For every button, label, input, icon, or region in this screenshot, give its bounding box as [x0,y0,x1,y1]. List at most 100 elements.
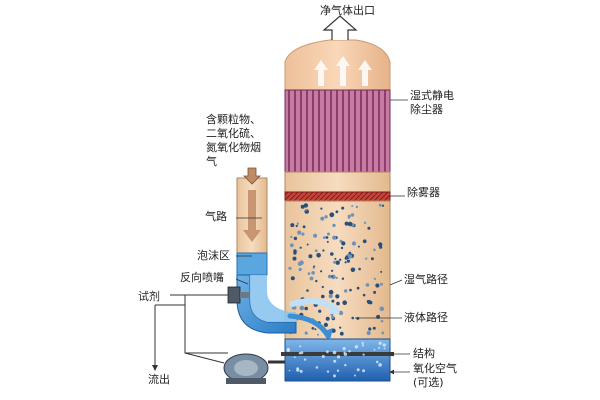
droplet [306,243,309,246]
label-wet-esp-line2: 除尘器 [410,103,443,116]
droplet [292,256,297,261]
bubble [286,348,290,352]
droplet [344,221,349,226]
structure-ledge [281,352,394,356]
droplet [306,289,309,292]
droplet [322,249,325,252]
liquid-flow-path [236,274,340,340]
label-inlet-gas-line3: 氮氧化物烟 [206,141,261,154]
droplet [355,205,359,209]
droplet [325,316,330,321]
droplet [341,206,345,210]
label-mist-eliminator: 除雾器 [407,186,440,199]
droplet [303,203,309,208]
droplet [331,315,335,319]
droplet [308,254,313,259]
tower-top [284,39,391,91]
droplet [347,216,350,219]
droplet [365,283,370,287]
label-inlet-gas-line4: 气 [206,155,217,168]
droplet [338,310,344,316]
label-inlet-gas-line1: 含颗粒物、 [206,113,261,126]
bubble [383,347,386,350]
reverse-nozzle [227,286,250,304]
bubble [362,353,365,356]
label-wet-esp-line1: 湿式静电 [410,89,454,102]
droplet [327,232,330,236]
droplet [293,236,298,241]
droplet [351,316,355,320]
droplet [372,326,376,330]
droplet [331,275,334,278]
droplet [301,232,305,236]
bubble [378,341,382,345]
droplet [320,216,325,221]
droplet [320,270,323,273]
droplet [344,261,347,264]
bubble [362,369,366,373]
droplet [362,239,367,244]
droplet [317,333,319,336]
droplet [297,261,302,266]
droplet [293,251,297,255]
clean-gas-outlet-arrow [322,15,358,40]
droplet [321,285,324,289]
mist-eliminator-layer [284,191,391,202]
leader-lines [235,99,410,375]
bubble [356,368,360,372]
droplet [363,221,367,224]
bubble [288,369,291,372]
bubble [299,369,303,373]
droplet [290,276,295,281]
droplet [315,279,318,283]
droplet [341,277,345,280]
water-pool [284,338,391,382]
droplet [326,240,329,243]
droplet [381,331,385,335]
droplet [335,276,338,280]
droplet [334,257,337,260]
droplet [293,249,297,253]
bubble [378,363,382,367]
droplet [380,270,383,273]
droplet [295,224,298,228]
droplet [356,286,360,290]
wet-esp-module [284,89,391,173]
droplet [358,267,361,271]
label-oxidation-air: 氧化空气 (可选) [413,362,457,390]
droplet [367,226,371,230]
droplet [324,215,328,219]
label-wet-gas-path: 湿气路径 [404,273,448,286]
droplet [328,294,333,299]
bubble [344,363,347,367]
droplet [307,272,311,275]
droplet [290,223,295,228]
bubble [382,343,386,347]
bubble [354,345,359,349]
droplet [288,266,292,270]
label-foam-zone: 泡沫区 [197,249,230,262]
droplet [314,328,317,331]
droplet [328,289,334,295]
label-wet-esp: 湿式静电 除尘器 [410,89,454,117]
droplet [365,257,368,260]
droplet [311,327,315,330]
droplet [373,248,376,252]
bubble [378,347,381,349]
droplet [304,331,308,335]
label-inlet-gas-line2: 二氧化硫、 [206,127,261,140]
bubble [299,345,302,348]
bubble [303,358,307,361]
bubble [361,344,364,347]
droplet [366,330,371,336]
reagent-line [152,294,228,371]
bubble [321,355,325,358]
droplet [341,241,346,246]
droplet [348,251,352,255]
droplet [311,271,315,275]
droplet [332,223,336,228]
label-liquid-path: 液体路径 [404,311,448,324]
droplet [323,322,328,327]
droplet [340,246,344,250]
droplet [342,300,348,306]
